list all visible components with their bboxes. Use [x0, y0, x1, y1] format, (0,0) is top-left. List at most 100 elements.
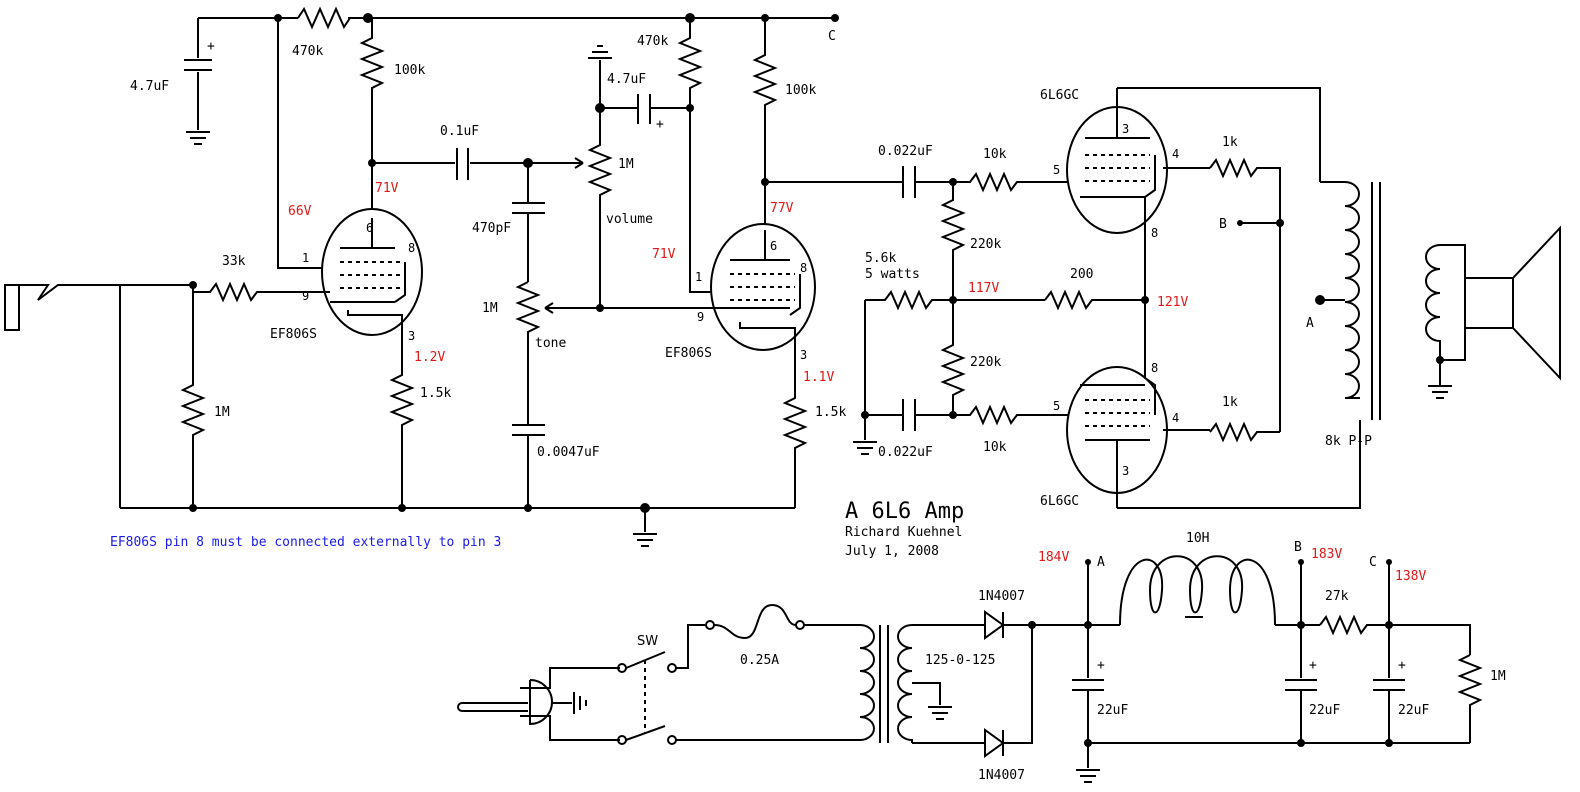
label-33k: 33k [222, 254, 246, 269]
b-plus-rail [198, 6, 839, 30]
label-sw: SW [637, 634, 658, 649]
label-1k-top: 1k [1222, 135, 1238, 150]
capacitor-0u1 [456, 148, 469, 180]
pin-label: 4 [1172, 411, 1179, 425]
resistor-100k-v1 [359, 18, 385, 163]
resistor-1k5-v2 [782, 350, 808, 508]
pin-label: 4 [1172, 147, 1179, 161]
label-4u7-left: 4.7uF [130, 79, 169, 94]
choke-10h [1119, 555, 1276, 626]
tube-6l6-bot-label: 6L6GC [1040, 494, 1079, 509]
rectifier-diodes [975, 610, 1033, 758]
label-1m-volume: 1M [618, 157, 634, 172]
resistor-1k5-v1 [389, 335, 415, 508]
pot-tone [515, 281, 541, 425]
label-10h: 10H [1186, 531, 1209, 546]
node-b-label: B [1219, 217, 1227, 232]
label-10k-top: 10k [983, 147, 1007, 162]
tube-6l6-top-label: 6L6GC [1040, 88, 1079, 103]
voltage-v1-grid2: 66V [288, 204, 312, 219]
output-transformer [1320, 181, 1441, 420]
tube-6l6-bot [1066, 300, 1210, 508]
ground-symbol [633, 508, 657, 547]
pin-label: 9 [697, 310, 704, 324]
node-c-label: C [828, 29, 836, 44]
tube-6l6-top [1066, 88, 1210, 300]
label-volume: volume [606, 212, 653, 227]
voltage-supply-a: 184V [1038, 550, 1069, 565]
pin-label: 6 [366, 221, 373, 235]
pin-label: 1 [302, 251, 309, 265]
pin-label: 9 [302, 289, 309, 303]
capacitor-0u0047 [512, 424, 545, 508]
voltage-v2-cathode: 1.1V [803, 370, 834, 385]
node-a-supply-label: A [1097, 555, 1105, 570]
label-1n4007-bot: 1N4007 [978, 768, 1025, 783]
author: Richard Kuehnel [845, 525, 962, 540]
capacitor-4u7-mid [600, 94, 690, 124]
resistor-5k6 [865, 289, 1045, 311]
capacitor-470pf [512, 163, 545, 282]
node-b-supply-label: B [1294, 540, 1302, 555]
label-470k-mid: 470k [637, 34, 668, 49]
resistor-10k-bot [953, 404, 1070, 426]
pin-label: 8 [1151, 361, 1158, 375]
resistor-1m-bleed [1457, 654, 1483, 743]
pin-label: 8 [800, 261, 807, 275]
label-fuse: 0.25A [740, 653, 779, 668]
voltage-v2-grid2: 71V [652, 247, 676, 262]
label-200: 200 [1070, 267, 1093, 282]
resistor-100k-v2 [752, 18, 778, 230]
date: July 1, 2008 [845, 544, 939, 559]
capacitor-4u7-left [184, 18, 212, 145]
resistor-33k [193, 281, 330, 303]
label-1m-tone: 1M [482, 301, 498, 316]
power-transformer [859, 624, 975, 744]
resistor-1k-top [1209, 157, 1281, 432]
resistor-220k-bot [940, 300, 966, 415]
capacitor-22uf-2 [1285, 625, 1317, 743]
resistor-10k-top [953, 171, 1070, 193]
schematic-title: A 6L6 Amp [845, 499, 964, 524]
pot-volume [587, 108, 613, 308]
polarity-plus: + [1097, 658, 1105, 673]
pin-label: 5 [1053, 399, 1060, 413]
voltage-plate-node: 121V [1157, 295, 1188, 310]
label-tone: tone [535, 336, 566, 351]
label-220k-bot: 220k [970, 355, 1001, 370]
node-c-supply-label: C [1369, 555, 1377, 570]
pin8-note: EF806S pin 8 must be connected externall… [110, 535, 501, 550]
resistor-220k-top [940, 182, 966, 300]
tube-v1-label: EF806S [270, 327, 317, 342]
resistor-200 [1044, 289, 1145, 311]
polarity-plus: + [1309, 658, 1317, 673]
pin-label: 3 [1122, 122, 1129, 136]
label-1k5-v1: 1.5k [420, 386, 451, 401]
label-10k-bot: 10k [983, 440, 1007, 455]
tube-v1 [321, 208, 423, 336]
resistor-1k-bot [1209, 421, 1280, 443]
voltage-screen-node: 117V [968, 281, 999, 296]
label-5watts: 5 watts [865, 267, 920, 282]
label-125-0-125: 125-0-125 [925, 653, 995, 668]
pin-label: 6 [770, 239, 777, 253]
speaker-icon [1440, 225, 1561, 381]
resistor-470k-mid [677, 18, 730, 293]
resistor-470k-top [297, 6, 351, 30]
capacitor-0u022-top [902, 166, 916, 198]
polarity-plus: + [1398, 658, 1406, 673]
label-1k-bot: 1k [1222, 395, 1238, 410]
label-22uf-2: 22uF [1309, 703, 1340, 718]
label-470k-top: 470k [292, 44, 323, 59]
label-100k-v1: 100k [394, 63, 425, 78]
chassis-ground-icon [552, 692, 587, 714]
label-1k5-v2: 1.5k [815, 405, 846, 420]
label-0u0047: 0.0047uF [537, 445, 600, 460]
pin-label: 8 [1151, 226, 1158, 240]
power-plug-icon [457, 667, 620, 741]
fuse [705, 603, 860, 640]
node-a-label: A [1306, 316, 1314, 331]
label-4u7-mid: 4.7uF [607, 72, 646, 87]
voltage-v2-plate: 77V [770, 201, 794, 216]
resistor-1m-grid [180, 285, 206, 508]
